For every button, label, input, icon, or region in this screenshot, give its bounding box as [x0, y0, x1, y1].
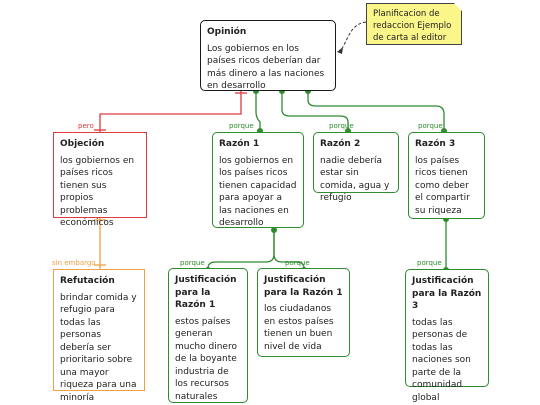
reason-3-node[interactable]: Razón 3 los países ricos tienen como deb… — [408, 132, 485, 219]
node-title: Justificación para la Razón 1 — [175, 275, 237, 310]
opinion-node[interactable]: Opinión Los gobiernos en los países rico… — [200, 20, 336, 91]
link-label-sin-embargo: sin embargo — [52, 259, 96, 267]
node-text: los gobiernos en países ricos tienen sus… — [60, 155, 135, 229]
node-text: Los gobiernos en los países ricos deberí… — [207, 43, 325, 92]
link-label-porque-razon3: porque — [418, 122, 443, 130]
node-title: Justificación para la Razón 3 — [412, 276, 482, 311]
node-title: Razón 3 — [415, 139, 456, 149]
node-title: Razón 2 — [320, 139, 361, 149]
objection-node[interactable]: Objeción los gobiernos en países ricos t… — [53, 132, 147, 228]
note-text: Planificacion de redaccion Ejemplo de ca… — [373, 9, 452, 43]
link-label-pero: pero — [78, 122, 94, 130]
rebuttal-node[interactable]: Refutación brindar comida y refugio para… — [53, 269, 145, 403]
node-title: Objeción — [60, 139, 105, 149]
justification-reason-3-node[interactable]: Justificación para la Razón 3 todas las … — [405, 269, 489, 403]
node-text: los países ricos tienen como deber el co… — [415, 155, 470, 216]
link-label-porque-just1b: porque — [285, 259, 310, 267]
reason-2-node[interactable]: Razón 2 nadie debería estar sin comida, … — [313, 132, 399, 203]
note-callout: Planificacion de redaccion Ejemplo de ca… — [366, 3, 462, 45]
link-label-porque-just3: porque — [417, 259, 442, 267]
node-text: los ciudadanos en estos países tienen un… — [264, 304, 334, 352]
node-title: Razón 1 — [219, 139, 260, 149]
link-label-porque-just1a: porque — [180, 259, 205, 267]
link-label-porque-razon1: porque — [229, 122, 254, 130]
node-text: los gobiernos en los países ricos tienen… — [219, 155, 297, 229]
node-title: Opinión — [207, 27, 247, 37]
node-title: Refutación — [60, 276, 115, 286]
justification-reason-1a-node[interactable]: Justificación para la Razón 1 estos país… — [168, 268, 248, 403]
node-text: todas las personas de todas las naciones… — [412, 317, 471, 403]
link-label-porque-razon2: porque — [329, 122, 354, 130]
justification-reason-1b-node[interactable]: Justificación para la Razón 1 los ciudad… — [257, 268, 350, 357]
reason-1-node[interactable]: Razón 1 los gobiernos en los países rico… — [212, 132, 304, 228]
node-title: Justificación para la Razón 1 — [264, 275, 343, 298]
node-text: estos países generan mucho dinero de la … — [175, 316, 237, 402]
node-text: nadie debería estar sin comida, agua y r… — [320, 155, 390, 204]
node-text: brindar comida y refugio para todas las … — [60, 292, 137, 403]
